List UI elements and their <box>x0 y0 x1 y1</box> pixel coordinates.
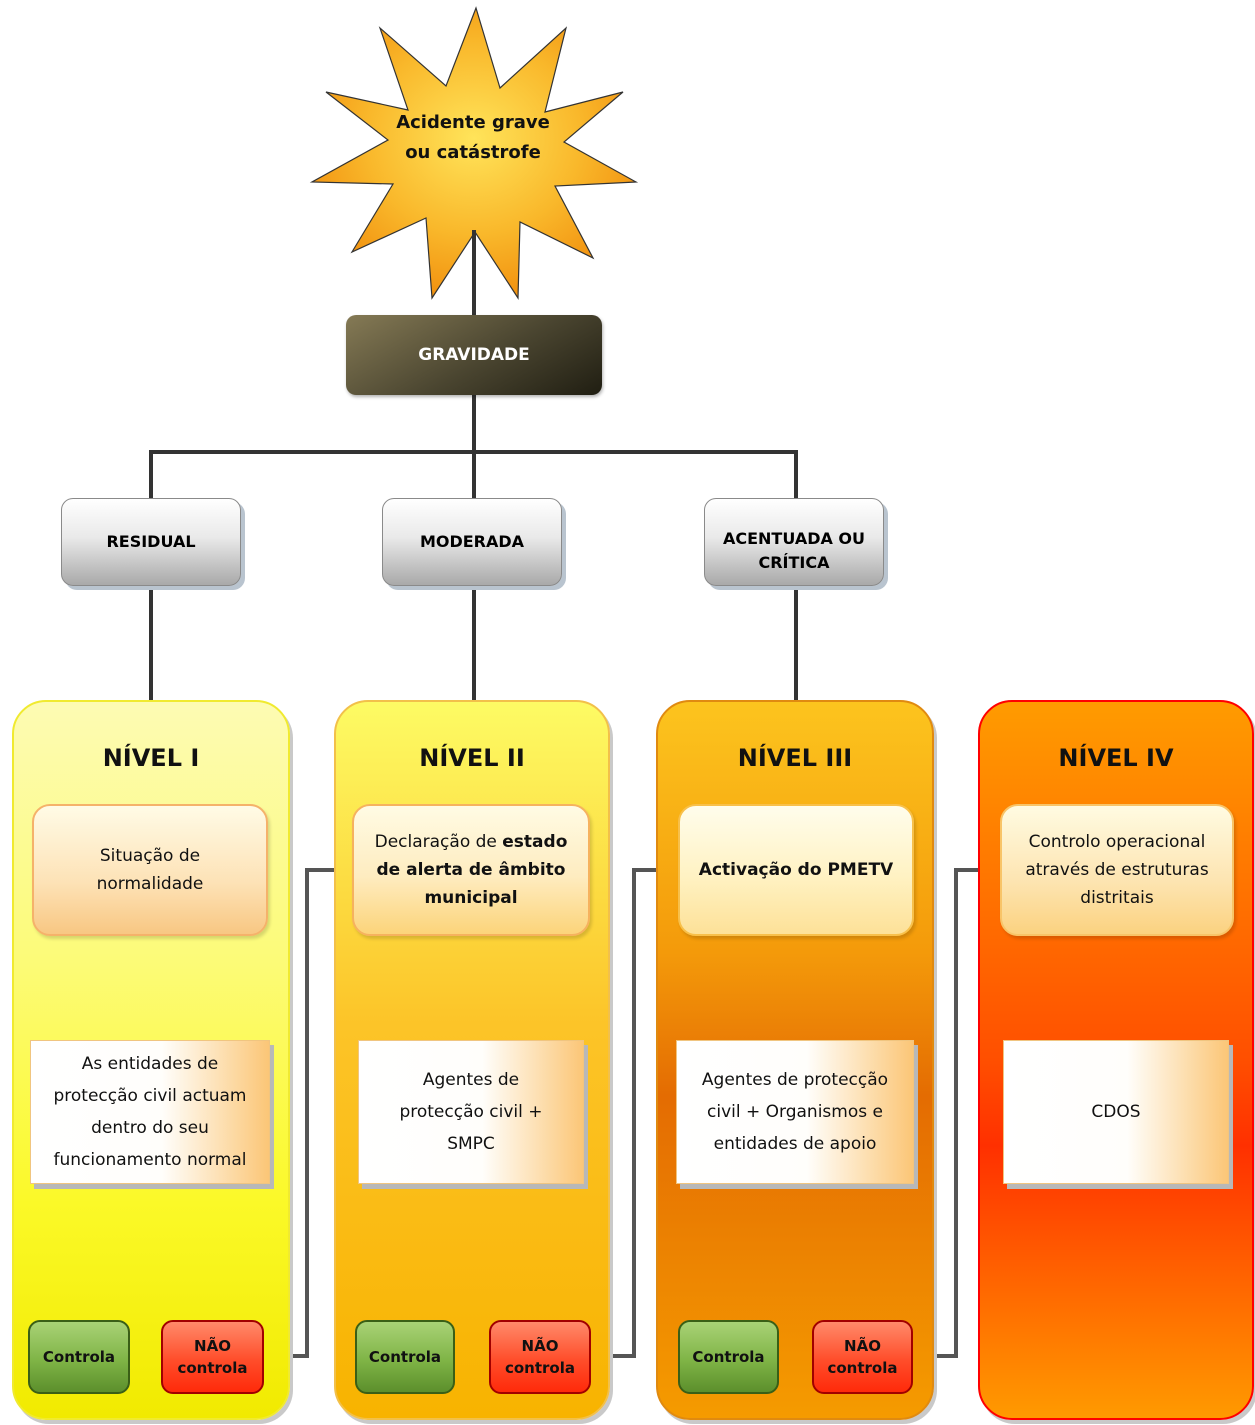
gravity-box: GRAVIDADE <box>346 315 602 395</box>
level-3-controls: Controla <box>678 1320 779 1394</box>
severity-acentuada: ACENTUADA OU CRÍTICA <box>704 498 884 586</box>
level-3-actors: Agentes de protecção civil + Organismos … <box>676 1040 914 1184</box>
level-4-actors: CDOS <box>1003 1040 1229 1184</box>
level-4-situation: Controlo operacional através de estrutur… <box>1000 804 1234 936</box>
level-2-situation-b: estado de alerta de âmbito municipal <box>376 832 568 908</box>
level-2-not-controls-1: NÃO <box>521 1337 559 1355</box>
level-2-situation-a: Declaração de <box>374 832 503 852</box>
level-1-not-controls: NÃO controla <box>161 1320 264 1394</box>
level-3-situation: Activação do PMETV <box>678 804 914 936</box>
level-3-title: NÍVEL III <box>737 744 853 772</box>
accident-label: Acidente grave ou catástrofe <box>360 108 586 168</box>
level-2-controls: Controla <box>355 1320 455 1394</box>
accident-line-1: Acidente grave <box>396 112 550 133</box>
level-1-title: NÍVEL I <box>102 744 200 772</box>
level-1-not-controls-2: controla <box>177 1359 248 1377</box>
accident-line-2: ou catástrofe <box>360 138 586 168</box>
level-3-not-controls-2: controla <box>827 1359 898 1377</box>
level-1-situation-text: Situação de normalidade <box>96 846 204 894</box>
level-1-actors: As entidades de protecção civil actuam d… <box>30 1040 270 1184</box>
severity-moderada: MODERADA <box>382 498 562 586</box>
accident-line-2b: catástrofe <box>436 142 541 163</box>
level-2-situation: Declaração de estado de alerta de âmbito… <box>352 804 590 936</box>
severity-residual: RESIDUAL <box>61 498 241 586</box>
level-2-title: NÍVEL II <box>419 744 525 772</box>
accident-line-2a: ou <box>405 142 437 163</box>
level-1-situation: Situação de normalidade <box>32 804 268 936</box>
level-3-not-controls: NÃO controla <box>812 1320 913 1394</box>
level-2-not-controls: NÃO controla <box>489 1320 591 1394</box>
level-2-situation-text: Declaração de estado de alerta de âmbito… <box>362 828 580 912</box>
level-1-controls: Controla <box>28 1320 130 1394</box>
level-1-not-controls-1: NÃO <box>194 1337 231 1355</box>
level-4-title: NÍVEL IV <box>1058 744 1174 772</box>
level-3-not-controls-1: NÃO <box>844 1337 881 1355</box>
level-2-not-controls-2: controla <box>504 1359 575 1377</box>
level-2-actors: Agentes de protecção civil + SMPC <box>358 1040 584 1184</box>
